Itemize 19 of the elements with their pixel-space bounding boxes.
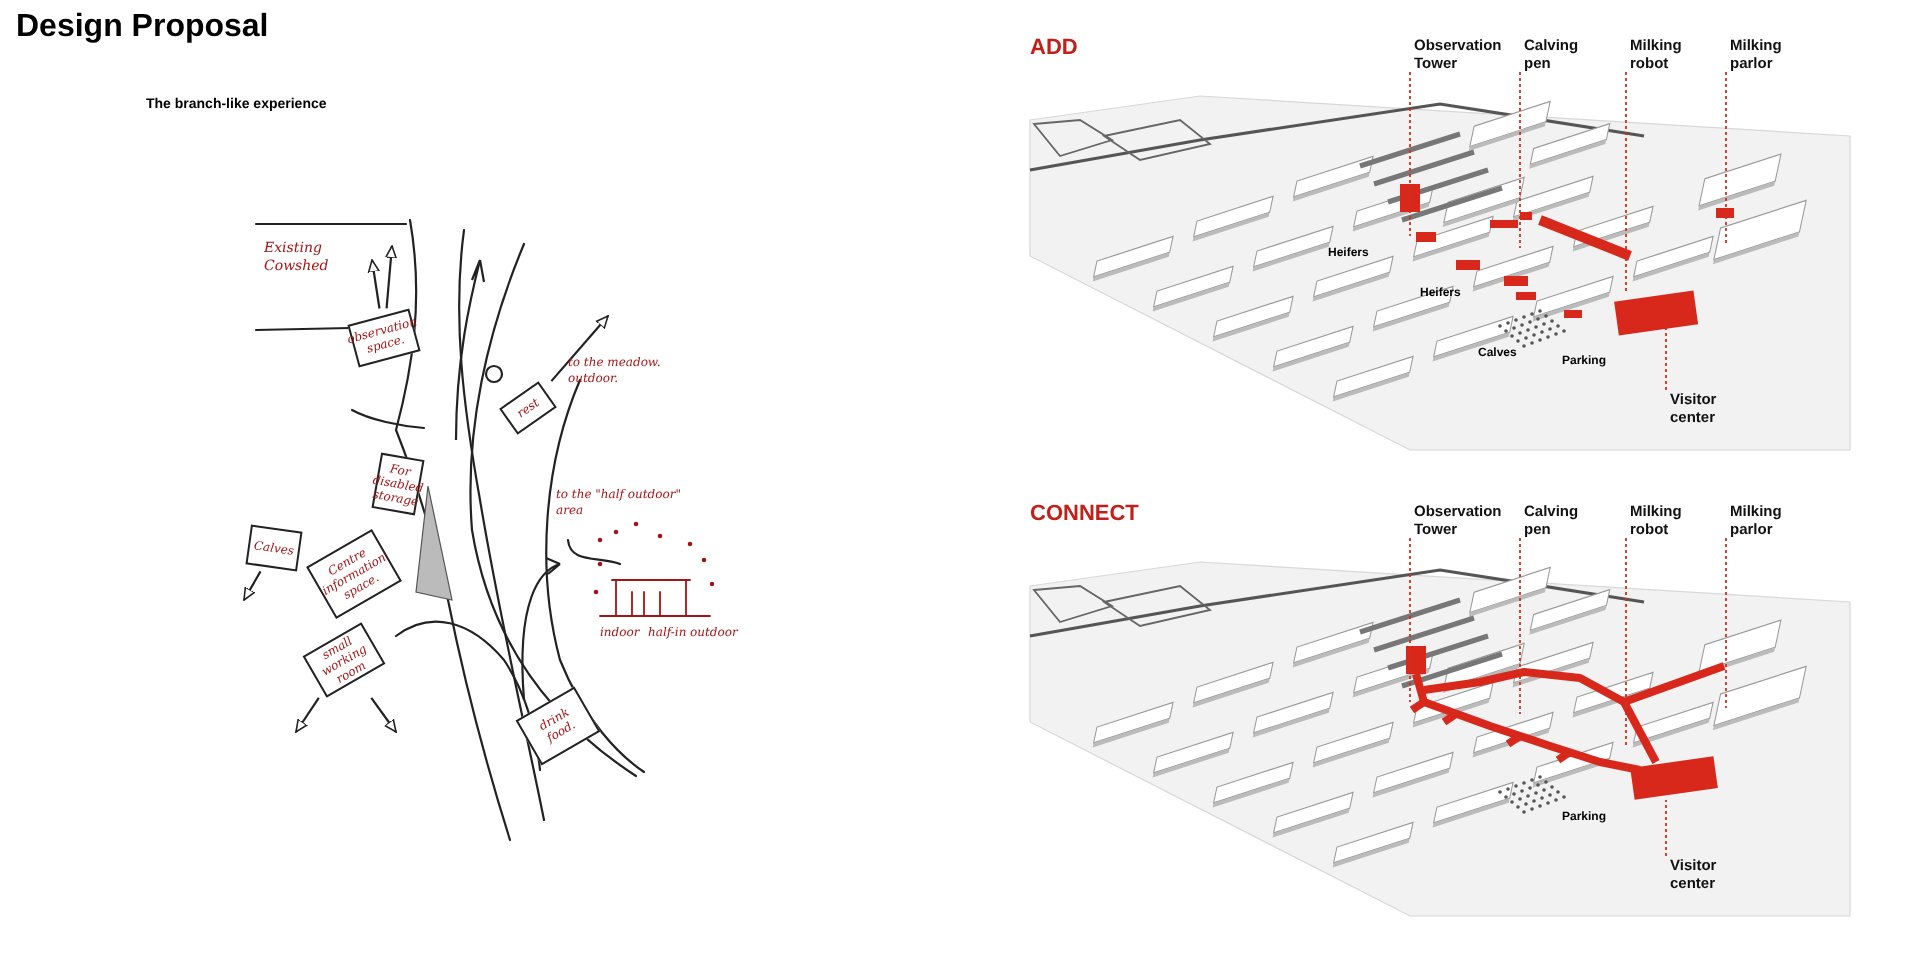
arrow [550,315,609,382]
arrow [367,259,381,309]
leader-line [1409,537,1411,703]
leader-line [1625,71,1627,293]
leader-line [1725,537,1727,709]
panel-title: ADD [1030,36,1078,60]
leader-line [1409,71,1411,237]
leader-line [1519,71,1521,249]
arrow [384,245,397,309]
leader-line [1625,537,1627,749]
arrow [295,697,320,733]
panel-title: CONNECT [1030,502,1139,526]
arrow [243,570,262,601]
leader-line [1725,71,1727,247]
heading: Design Proposal [16,10,269,46]
leader-line [1665,319,1667,391]
arrow [370,697,397,733]
leader-line [1665,799,1667,857]
leader-line [1519,537,1521,715]
